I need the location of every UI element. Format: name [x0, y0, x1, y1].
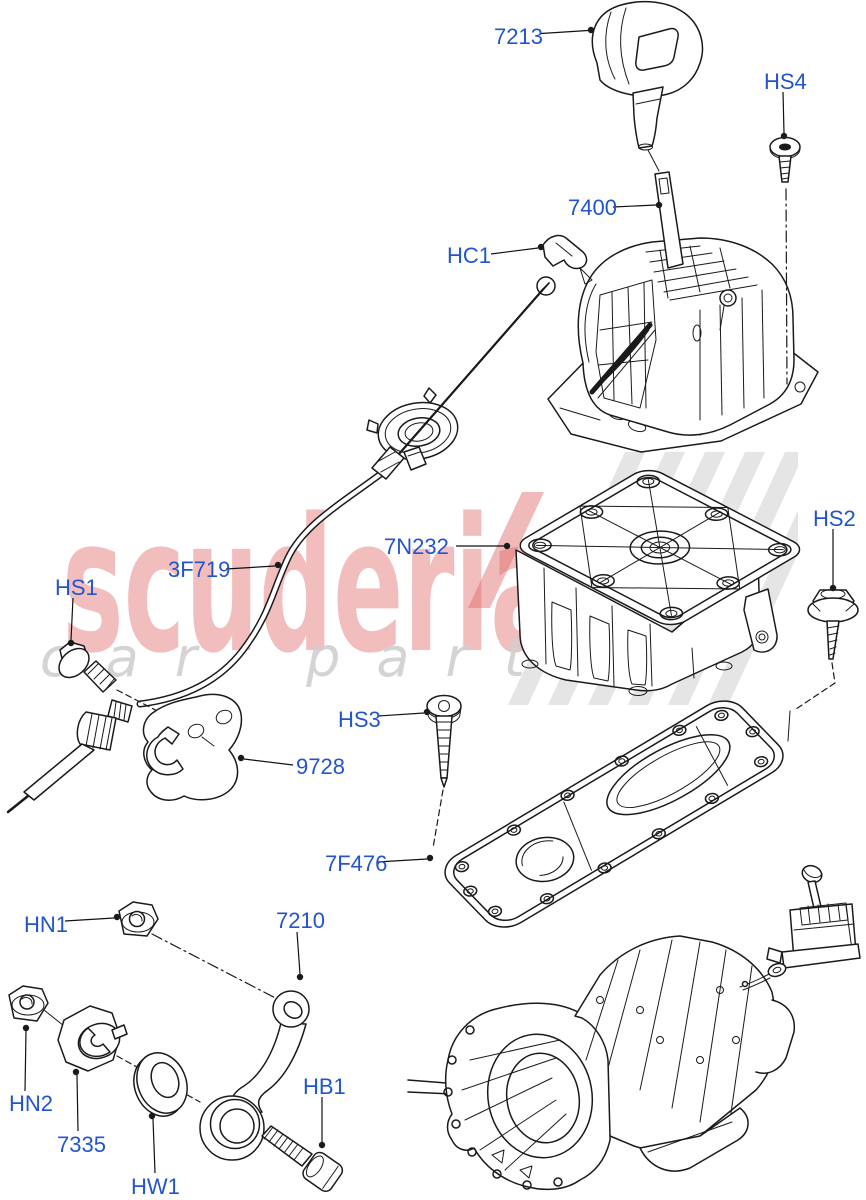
screw-HS3-drawing	[427, 696, 461, 849]
part-label-3F719[interactable]: 3F719	[168, 557, 230, 582]
part-label-7210[interactable]: 7210	[276, 908, 325, 933]
shift-lever-rod	[655, 172, 683, 268]
part-label-HB1[interactable]: HB1	[303, 1074, 346, 1099]
transmission-overview-thumbnail	[408, 863, 860, 1190]
part-label-HW1[interactable]: HW1	[131, 1174, 180, 1199]
bolt-bosses	[519, 470, 801, 625]
bracket-9728-drawing	[143, 694, 241, 800]
shifter-housing-7400-drawing	[548, 172, 818, 452]
nut-HN1-drawing	[119, 902, 287, 1004]
part-labels: 7213 HS4 7400 HC1 7N232 HS2 3F719 HS1 HS…	[9, 24, 856, 1199]
part-label-HS3[interactable]: HS3	[338, 707, 381, 732]
part-label-7N232[interactable]: 7N232	[384, 534, 449, 559]
part-label-HC1[interactable]: HC1	[447, 243, 491, 268]
screw-HS4-drawing	[770, 138, 800, 385]
lever-7210-drawing	[200, 991, 309, 1160]
screw-HS2-drawing	[788, 590, 858, 742]
selector-plate-7F476-drawing	[434, 692, 794, 936]
part-label-7335[interactable]: 7335	[57, 1132, 106, 1157]
selector-cable-3F719-drawing	[140, 277, 555, 704]
screw-HS1-drawing	[53, 642, 190, 728]
watermark-brand-text: scuderia	[62, 478, 560, 694]
nut-HN2-drawing	[9, 986, 64, 1026]
mini-shifter-drawing	[740, 863, 860, 990]
part-label-7400[interactable]: 7400	[568, 195, 617, 220]
clip-HC1-drawing	[543, 236, 592, 284]
part-label-9728[interactable]: 9728	[296, 754, 345, 779]
part-label-HN1[interactable]: HN1	[24, 912, 68, 937]
gear-knob-7213-drawing	[592, 2, 702, 171]
part-label-7F476[interactable]: 7F476	[325, 851, 387, 876]
part-label-HN2[interactable]: HN2	[9, 1091, 53, 1116]
bolt-holes	[437, 694, 791, 934]
lock-cam-7335-drawing	[58, 1006, 200, 1102]
part-label-7213[interactable]: 7213	[494, 24, 543, 49]
washer-HW1-drawing	[125, 1045, 196, 1123]
part-label-HS4[interactable]: HS4	[764, 69, 807, 94]
cable-end-fitting-drawing	[8, 700, 132, 812]
bracket-plate-7N232-drawing	[512, 466, 808, 695]
watermark-subtext: car parts	[40, 626, 625, 689]
leader-lines	[22, 26, 837, 1173]
bolt-HB1-drawing	[262, 1126, 345, 1194]
part-label-HS2[interactable]: HS2	[813, 506, 856, 531]
part-label-HS1[interactable]: HS1	[55, 575, 98, 600]
